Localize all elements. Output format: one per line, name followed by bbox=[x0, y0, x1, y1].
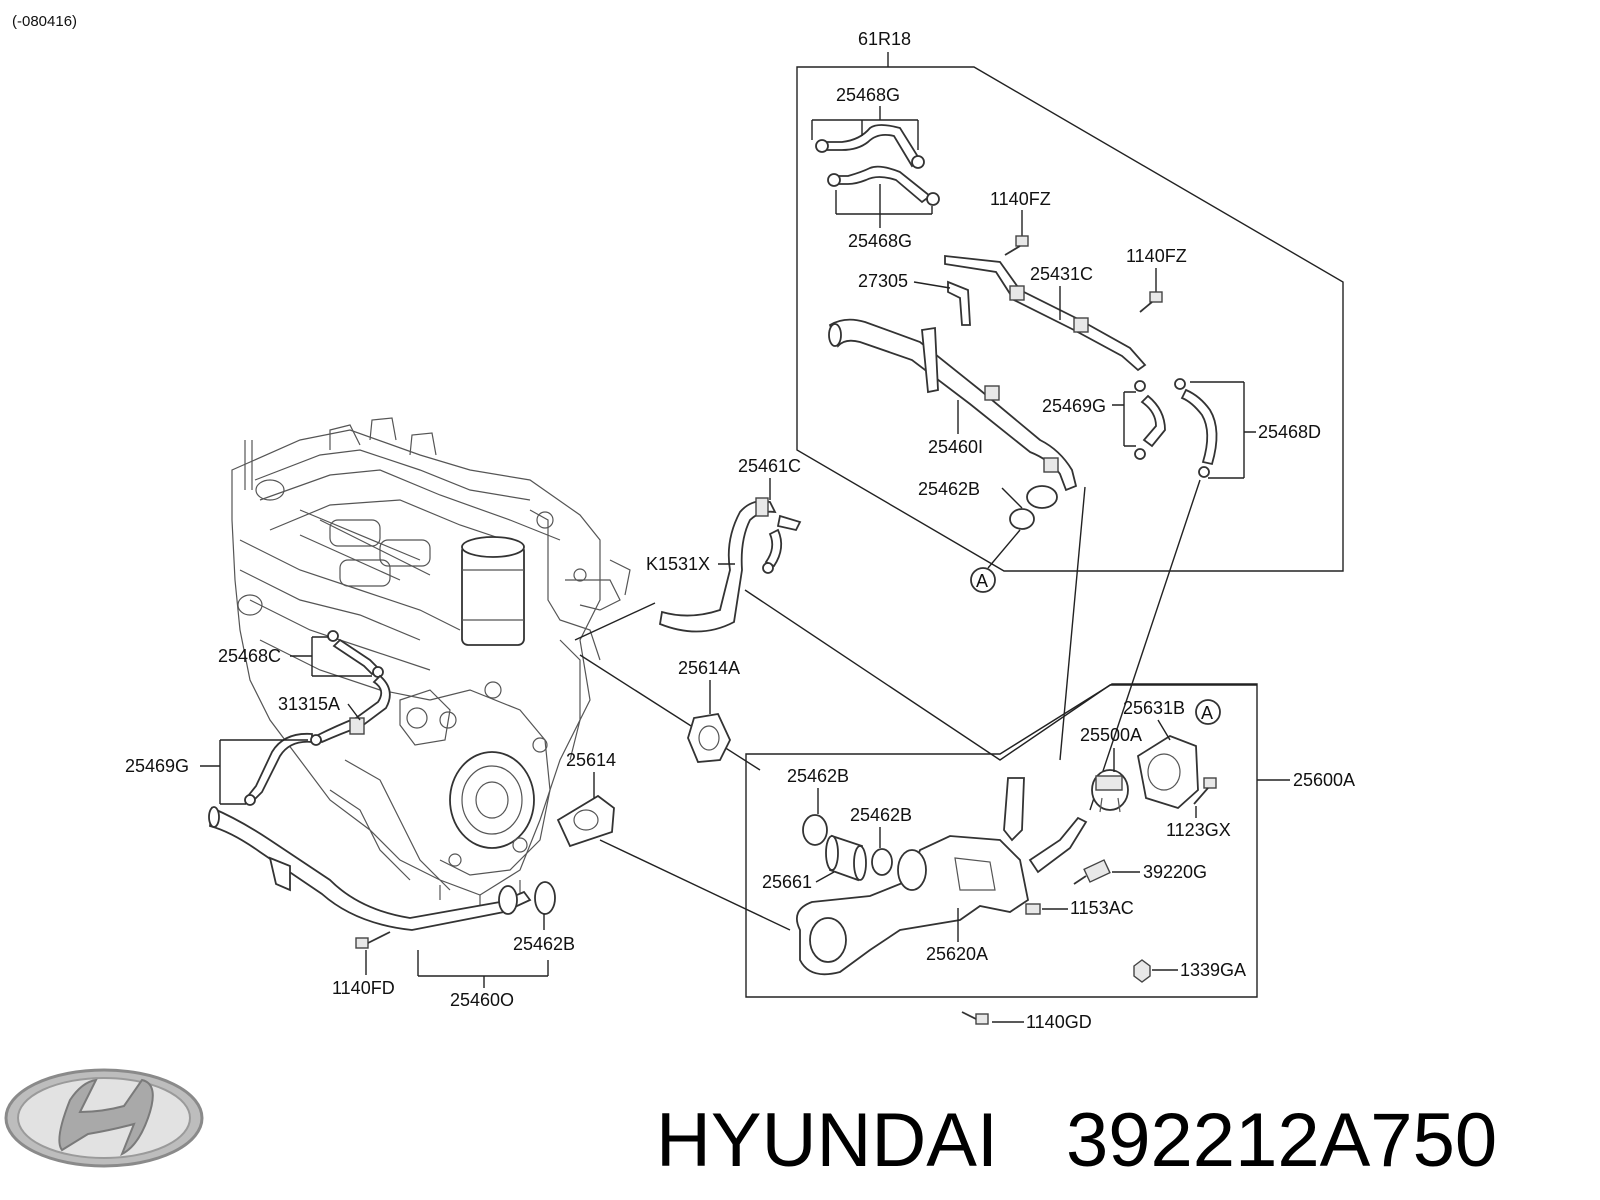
label-31315A: 31315A bbox=[278, 694, 340, 714]
hyundai-logo bbox=[4, 1068, 204, 1168]
bolt-1140FZ-b[interactable] bbox=[1139, 291, 1163, 313]
brand-name: HYUNDAI bbox=[656, 1098, 998, 1183]
label-25620A: 25620A bbox=[926, 944, 988, 964]
label-25461C: 25461C bbox=[738, 456, 801, 476]
hose-31315A[interactable] bbox=[316, 674, 391, 744]
hose-25461C[interactable] bbox=[658, 497, 802, 633]
plug-1153AC[interactable] bbox=[1025, 903, 1041, 915]
oring-25462B-mid1[interactable] bbox=[802, 814, 828, 846]
revision-code: (-080416) bbox=[12, 13, 77, 30]
label-1123GX: 1123GX bbox=[1166, 820, 1231, 840]
oring-25462B-left[interactable] bbox=[534, 881, 556, 915]
label-25431C: 25431C bbox=[1030, 264, 1093, 284]
label-25460O: 25460O bbox=[450, 990, 514, 1010]
bolt-1140FD[interactable] bbox=[355, 931, 391, 949]
housing-25620A[interactable] bbox=[796, 777, 1088, 976]
group-code-label: 61R18 bbox=[858, 29, 911, 49]
gasket-25614[interactable] bbox=[556, 794, 615, 848]
label-25469G-left: 25469G bbox=[125, 756, 189, 776]
label-25631B: 25631B bbox=[1123, 698, 1185, 718]
gasket-25614A[interactable] bbox=[687, 712, 731, 763]
label-25500A: 25500A bbox=[1080, 725, 1142, 745]
callout-A-top: A bbox=[970, 529, 1021, 593]
housing-25631B[interactable] bbox=[1137, 734, 1199, 810]
label-25468G-bottom: 25468G bbox=[848, 231, 912, 251]
nut-1339GA[interactable] bbox=[1133, 959, 1151, 983]
svg-text:A: A bbox=[976, 571, 988, 591]
label-25469G-right: 25469G bbox=[1042, 396, 1106, 416]
hose-25469G-left[interactable] bbox=[244, 732, 322, 806]
label-K1531X: K1531X bbox=[646, 554, 710, 574]
bracket-27305[interactable] bbox=[947, 280, 971, 326]
label-25462B-mid1: 25462B bbox=[787, 766, 849, 786]
pipe-25460I[interactable] bbox=[828, 318, 1078, 492]
bolt-1140FZ-a[interactable] bbox=[1004, 235, 1029, 256]
label-25661: 25661 bbox=[762, 872, 812, 892]
bolt-1140GD[interactable] bbox=[961, 1011, 989, 1025]
hose-25468D[interactable] bbox=[1174, 378, 1218, 478]
label-25462B-left: 25462B bbox=[513, 934, 575, 954]
assembly-box-25600A bbox=[745, 683, 1258, 998]
label-25462B-mid2: 25462B bbox=[850, 805, 912, 825]
label-25614: 25614 bbox=[566, 750, 616, 770]
hose-25468G-upper[interactable] bbox=[815, 124, 940, 206]
thermostat-25500A[interactable] bbox=[1091, 769, 1129, 813]
label-1140FZ-b: 1140FZ bbox=[1126, 246, 1187, 266]
pipe-25460O[interactable] bbox=[208, 806, 532, 931]
part-number: 392212A750 bbox=[1066, 1098, 1497, 1183]
engine-block-illustration bbox=[231, 417, 631, 905]
assembly-box-61R18: 61R18 bbox=[796, 29, 1344, 572]
pipe-25431C[interactable] bbox=[944, 254, 1147, 372]
oring-25462B-top[interactable] bbox=[1009, 485, 1058, 530]
bolt-1123GX[interactable] bbox=[1193, 777, 1217, 805]
pipe-25661[interactable] bbox=[825, 834, 867, 882]
callout-A-bottom: A bbox=[1195, 699, 1221, 725]
label-25614A: 25614A bbox=[678, 658, 740, 678]
label-25468C: 25468C bbox=[218, 646, 281, 666]
label-1140FD: 1140FD bbox=[332, 978, 395, 998]
label-25600A: 25600A bbox=[1293, 770, 1355, 790]
label-39220G: 39220G bbox=[1143, 862, 1207, 882]
label-25468D: 25468D bbox=[1258, 422, 1321, 442]
label-1140FZ-a: 1140FZ bbox=[990, 189, 1051, 209]
label-25460I: 25460I bbox=[928, 437, 983, 457]
label-1140GD: 1140GD bbox=[1026, 1012, 1092, 1032]
label-27305: 27305 bbox=[858, 271, 908, 291]
label-25462B-top: 25462B bbox=[918, 479, 980, 499]
sensor-39220G[interactable] bbox=[1073, 859, 1111, 885]
svg-text:A: A bbox=[1201, 703, 1213, 723]
label-1339GA: 1339GA bbox=[1180, 960, 1246, 980]
oring-25462B-mid2[interactable] bbox=[871, 848, 893, 876]
hose-25468C[interactable] bbox=[327, 630, 384, 678]
label-1153AC: 1153AC bbox=[1070, 898, 1134, 918]
hose-25469G-right[interactable] bbox=[1134, 380, 1166, 460]
label-25468G-top: 25468G bbox=[836, 85, 900, 105]
